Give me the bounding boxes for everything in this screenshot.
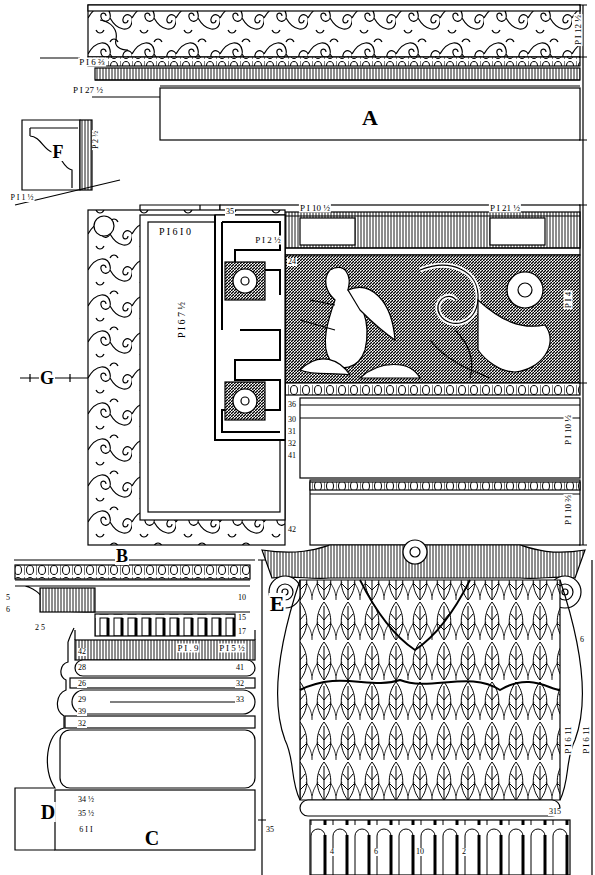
figure-letter: A [361,107,379,129]
dimension-label: 28 [77,664,87,672]
dimension-label: 26 [77,680,87,688]
dimension-label: P 2 ½ [92,130,100,150]
dimension-label: 42 [287,526,297,534]
dimension-label: P I 6 11 [564,725,573,755]
dimension-label: P I 6 7 ½ [177,301,187,339]
dimension-label: 2 5 [34,624,46,632]
dimension-label: P I 10 ½ [564,414,573,446]
dimension-label: 33 [235,696,245,704]
dimension-label: 6 [373,848,379,856]
dimension-label: 10 [415,848,425,856]
dimension-label: 29 [77,696,87,704]
dimension-label: 6 I I [78,826,93,834]
dimension-label: P I 6 11 [582,725,591,755]
dimension-label: 15 [237,614,247,622]
dimension-label: P I . 9 [176,644,199,653]
dimension-label: P I 6 I 0 [158,227,192,237]
dimension-label: 39 [77,708,87,716]
dimension-label: 32 [77,720,87,728]
dimension-label: 5 [5,594,11,602]
dimension-label: 24 [287,258,297,266]
dimension-label: 32 [287,440,297,448]
dimension-label: 4 [329,848,335,856]
figure-letter: G [39,369,55,387]
dimension-label: P I 27 ½ [72,86,104,95]
dimension-label: P I 4 [564,291,573,310]
dimension-label: 36 [287,401,297,409]
dimension-label: 31 [287,428,297,436]
dimension-label: 17 [237,628,247,636]
dimension-label: 6 [579,636,585,644]
dimension-label: P I 10 ⅔ [564,494,573,526]
dimension-label: 41 [287,452,297,460]
dimension-label: P I 2 ½ [254,236,282,245]
dimension-label: 6 [5,606,11,614]
dimension-label: 30 [287,416,297,424]
dimension-label: 35 [265,826,275,834]
dimension-label: P I 1 ½ [10,194,35,202]
figure-letter: D [40,802,56,822]
dimension-label: 42 [77,648,87,656]
figure-letter: C [144,828,160,848]
dimension-label: 34 ½ [77,796,95,804]
figure-letter: B [115,547,129,565]
dimension-label: 2 [461,848,467,856]
figure-letter: F [52,143,65,161]
dimension-label: 35 ½ [77,810,95,818]
dimension-label: P I 5 ½ [218,644,246,653]
dimension-label: 32 [235,680,245,688]
dimension-label: 35 [225,208,235,216]
dimension-label: 10 [237,594,247,602]
dimension-label: P I 6 ⅔ [78,58,106,67]
figure-letter: E [269,593,286,615]
dimension-label: 41 [235,664,245,672]
dimension-label: P I 12 ½ [574,14,583,46]
dimension-label: 315 [548,808,562,816]
dimension-label: P I 10 ½ [299,204,331,213]
dimension-label: P I 21 ½ [489,204,521,213]
